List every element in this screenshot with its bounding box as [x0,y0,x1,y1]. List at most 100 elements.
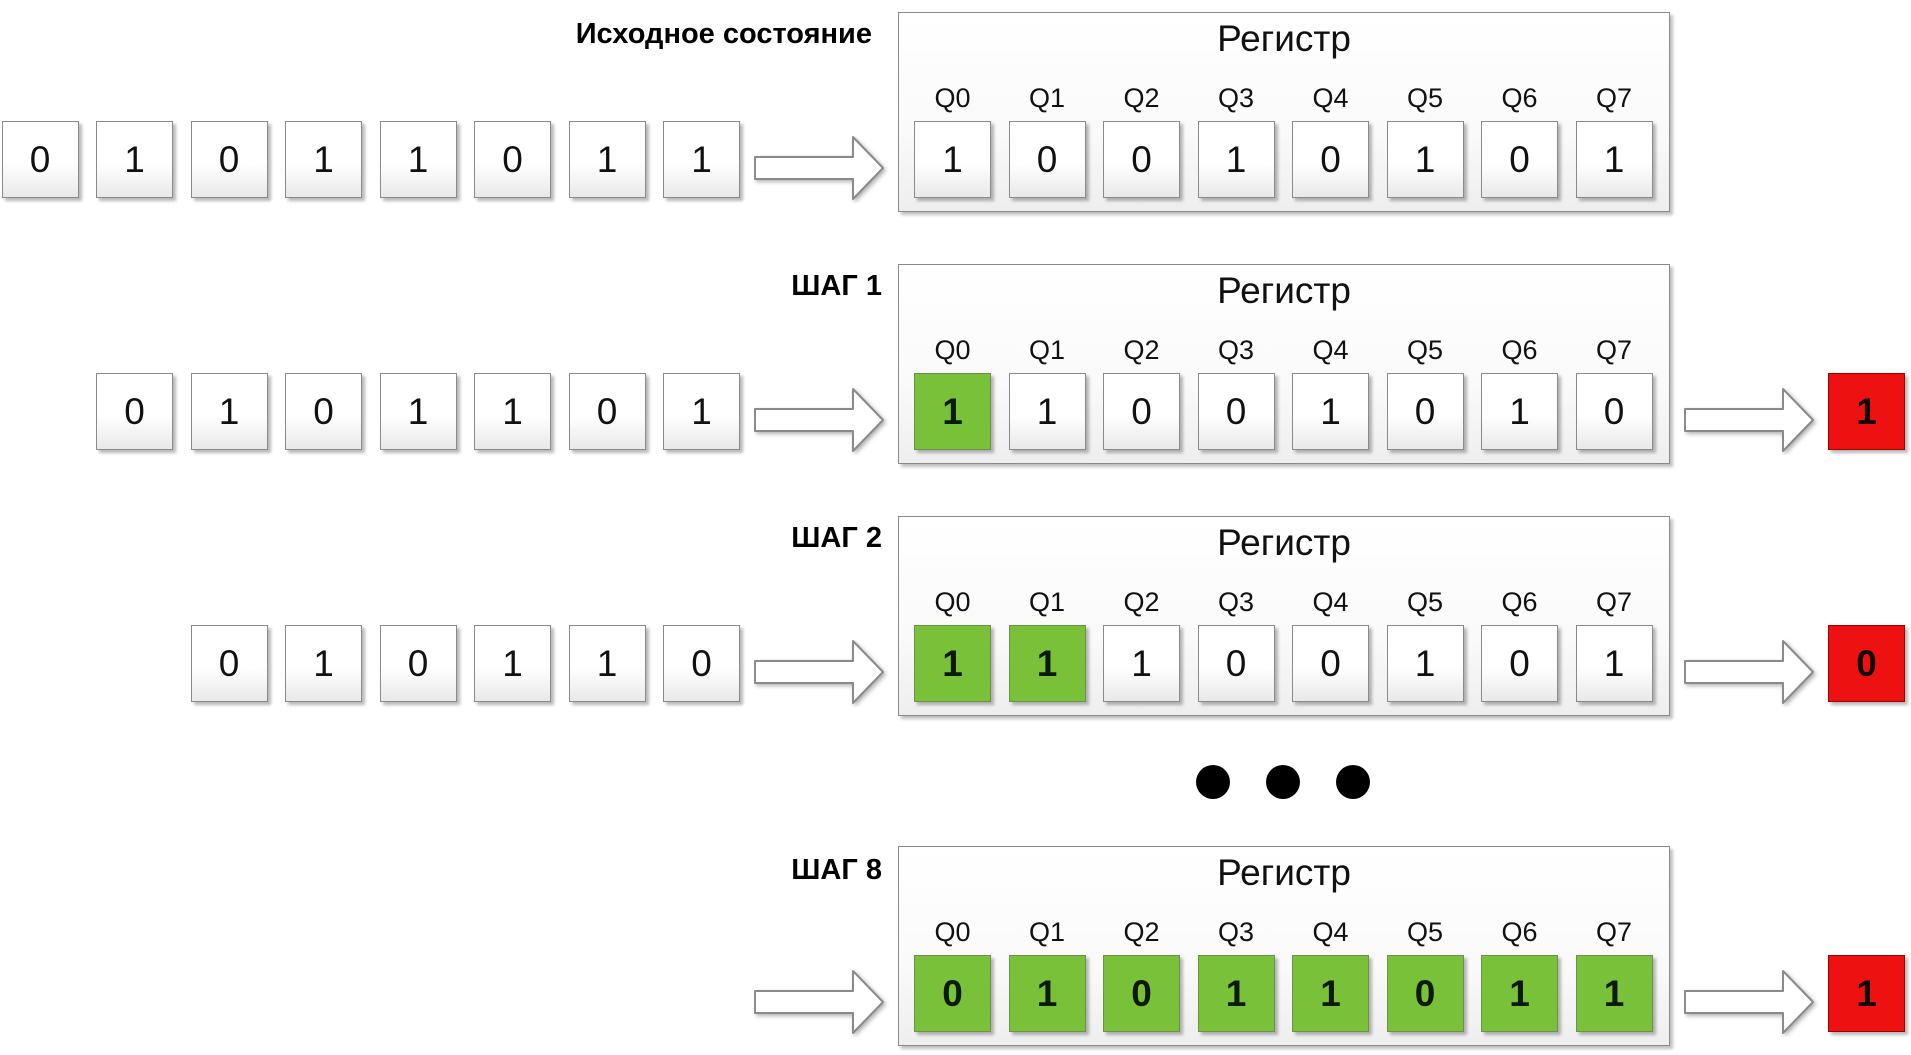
register-bit-label: Q1 [1028,335,1066,365]
register-bit-label: Q4 [1312,83,1349,113]
register-cell: 0 [1575,373,1653,450]
register-cell: 0 [1197,625,1275,702]
register-bit-label: Q2 [1123,917,1160,947]
register-bit-label: Q3 [1217,587,1255,617]
input-bit-cell: 1 [663,121,740,198]
register-cell: 1 [1008,955,1086,1032]
register-title: Регистр [1217,852,1351,893]
register-bit-label: Q0 [934,335,971,365]
input-bit-cell: 1 [379,121,457,198]
input-bit-cell: 0 [379,625,457,702]
register-bit-label: Q5 [1406,587,1444,617]
input-bit-cell: 1 [568,121,646,198]
register-bit-label: Q2 [1123,587,1160,617]
ellipsis-dot [1196,765,1230,799]
register-cell: 1 [1008,373,1086,450]
output-arrow-shape [1684,640,1814,704]
register-bit-label: Q6 [1501,335,1538,365]
input-bit-cell: 1 [663,373,740,450]
input-arrow-shape [754,640,884,704]
register-bit-label: Q6 [1501,83,1538,113]
stage-label: Исходное состояние [575,18,872,50]
stage-label: ШАГ 8 [791,854,882,886]
register-bit-label: Q1 [1028,917,1066,947]
register-cell: 0 [1386,955,1464,1032]
input-bit-cell: 1 [568,625,646,702]
register-bit-label: Q6 [1501,587,1538,617]
register-bit-label: Q3 [1217,335,1255,365]
register-bit-label: Q0 [934,83,971,113]
ellipsis-dot [1266,765,1300,799]
register-bit-label: Q3 [1217,83,1255,113]
register-cell: 1 [1575,625,1653,702]
register-bit-label: Q5 [1406,917,1444,947]
input-bit-cell: 1 [474,373,551,450]
input-bit-cell: 0 [568,373,646,450]
register-bit-label: Q4 [1312,917,1349,947]
register-cell: 1 [1103,625,1180,702]
output-arrow [1684,640,1814,704]
register-cell: 1 [1481,373,1558,450]
output-arrow-shape [1684,970,1814,1034]
register-bit-label: Q2 [1123,83,1160,113]
register-cell: 1 [914,121,991,198]
output-bit-cell: 0 [1828,625,1905,702]
register-bit-label: Q5 [1406,335,1444,365]
register-bit-label: Q3 [1217,917,1255,947]
input-bit-cell: 1 [285,625,362,702]
input-arrow [754,970,884,1034]
input-arrow [754,640,884,704]
input-bit-cell: 1 [190,373,268,450]
output-arrow [1684,388,1814,452]
input-arrow-shape [754,136,884,200]
register-cell: 1 [1386,121,1464,198]
register-cell: 1 [1197,121,1275,198]
output-arrow-shape [1684,388,1814,452]
register-cell: 1 [914,373,991,450]
register-cell: 1 [1481,955,1558,1032]
register-bit-label: Q4 [1312,335,1349,365]
register-cell: 1 [1575,955,1653,1032]
output-bit-cell: 1 [1828,373,1905,450]
input-arrow-shape [754,388,884,452]
register-cell: 1 [1575,121,1653,198]
input-bit-cell: 1 [474,625,551,702]
register-cell: 0 [1481,625,1558,702]
register-bit-label: Q4 [1312,587,1349,617]
register-bit-label: Q6 [1501,917,1538,947]
register-bit-label: Q1 [1028,83,1066,113]
register-cell: 1 [1008,625,1086,702]
register-bit-label: Q7 [1595,83,1633,113]
input-arrow-shape [754,970,884,1034]
register-cell: 1 [1386,625,1464,702]
register-cell: 1 [914,625,991,702]
input-bit-cell: 0 [663,625,740,702]
register-bit-label: Q2 [1123,335,1160,365]
register-cell: 1 [1292,373,1369,450]
output-bit-cell: 1 [1828,955,1905,1032]
register-bit-label: Q7 [1595,587,1633,617]
register-bit-label: Q0 [934,587,971,617]
register-cell: 0 [1103,955,1180,1032]
register-cell: 0 [1292,625,1369,702]
register-cell: 0 [1103,373,1180,450]
register-cell: 1 [1197,955,1275,1032]
register-bit-label: Q5 [1406,83,1444,113]
register-bit-label: Q7 [1595,335,1633,365]
register-cell: 0 [1292,121,1369,198]
register-bit-label: Q0 [934,917,971,947]
register-cell: 0 [1481,121,1558,198]
register-title: Регистр [1217,522,1351,563]
input-bit-cell: 1 [96,121,173,198]
input-arrow [754,388,884,452]
register-title: Регистр [1217,270,1351,311]
input-bit-cell: 0 [285,373,362,450]
register-cell: 0 [1008,121,1086,198]
input-arrow [754,136,884,200]
input-bit-cell: 1 [379,373,457,450]
stage-label: ШАГ 2 [791,522,882,554]
register-cell: 0 [1103,121,1180,198]
input-bit-cell: 0 [474,121,551,198]
output-arrow [1684,970,1814,1034]
